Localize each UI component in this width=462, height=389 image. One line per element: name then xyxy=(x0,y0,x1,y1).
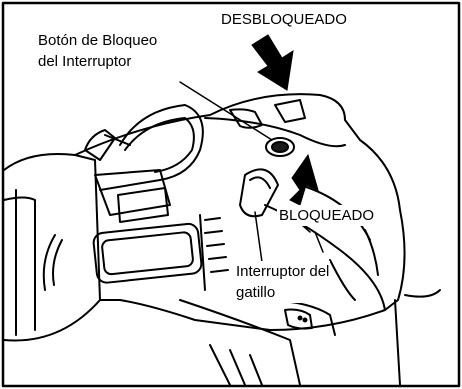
leader-lock-button xyxy=(179,81,273,141)
label-unlocked: DESBLOQUEADO xyxy=(221,11,347,28)
unlock-arrow xyxy=(251,34,294,91)
label-locked: BLOQUEADO xyxy=(277,205,377,226)
side-vent xyxy=(92,222,203,284)
label-lock-button: Botón de Bloqueo del Interruptor xyxy=(38,30,157,72)
label-trigger-line1: Interruptor del xyxy=(236,263,330,280)
trigger-shape xyxy=(239,168,279,218)
label-lock-button-line1: Botón de Bloqueo xyxy=(38,32,158,49)
label-trigger-line2: gatillo xyxy=(236,284,276,301)
label-lock-button-line2: del Interruptor xyxy=(38,53,132,70)
belt-clip xyxy=(99,104,204,191)
label-trigger-switch: Interruptor del gatillo xyxy=(235,261,331,303)
chuck-ring xyxy=(3,196,36,331)
leader-trigger xyxy=(254,211,263,263)
chuck-outline xyxy=(3,153,101,342)
housing-outline xyxy=(74,93,406,331)
lock-button-shape xyxy=(265,137,295,157)
battery-base xyxy=(179,299,301,386)
leader-locked xyxy=(301,224,311,233)
lock-arrow xyxy=(289,153,319,206)
